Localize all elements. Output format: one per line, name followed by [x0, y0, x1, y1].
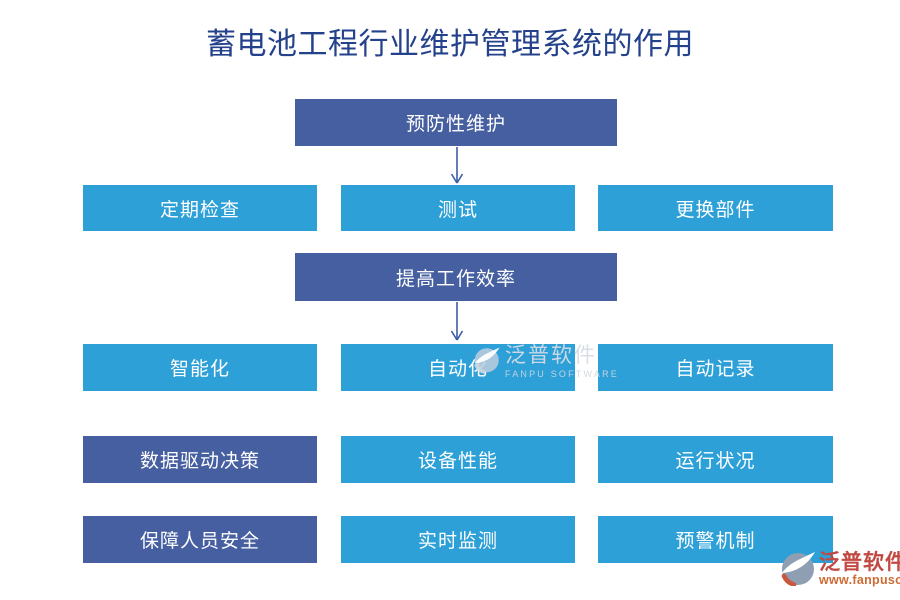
footer-brand-name: 泛普软件	[819, 549, 900, 574]
box-label: 数据驱动决策	[139, 450, 260, 472]
flow-box-replace-parts: 更换部件	[598, 185, 833, 231]
box-label: 智能化	[169, 358, 230, 380]
flow-box-regular-inspection: 定期检查	[83, 185, 317, 231]
fanpu-logo-icon	[781, 552, 815, 586]
footer-brand-logo: 泛普软件 www.fanpusoft.com	[781, 550, 900, 587]
flow-box-preventive-maintenance: 预防性维护	[295, 99, 617, 146]
box-label: 自动化	[427, 358, 488, 380]
flow-box-automation: 自动化	[341, 344, 575, 391]
box-label: 更换部件	[675, 198, 756, 221]
box-label: 实时监测	[417, 530, 498, 552]
flow-box-warning-mechanism: 预警机制	[598, 516, 833, 563]
footer-brand-text: 泛普软件 www.fanpusoft.com	[819, 550, 900, 587]
flow-box-personnel-safety: 保障人员安全	[83, 516, 317, 563]
flow-box-equipment-performance: 设备性能	[341, 436, 575, 483]
box-label: 测试	[437, 198, 478, 221]
down-arrow-icon	[450, 147, 464, 184]
box-label: 保障人员安全	[139, 530, 260, 552]
flow-box-auto-recording: 自动记录	[598, 344, 833, 391]
box-label: 预警机制	[675, 530, 756, 552]
box-label: 提高工作效率	[395, 267, 516, 290]
box-label: 运行状况	[675, 450, 756, 472]
flow-box-realtime-monitoring: 实时监测	[341, 516, 575, 563]
flow-box-data-driven-decision: 数据驱动决策	[83, 436, 317, 483]
flow-box-testing: 测试	[341, 185, 575, 231]
box-label: 设备性能	[417, 450, 498, 472]
flow-box-intelligent: 智能化	[83, 344, 317, 391]
flow-box-improve-efficiency: 提高工作效率	[295, 253, 617, 301]
box-label: 预防性维护	[405, 113, 506, 135]
down-arrow-icon	[450, 302, 464, 341]
footer-brand-url: www.fanpusoft.com	[819, 573, 900, 588]
page-title: 蓄电池工程行业维护管理系统的作用	[206, 27, 694, 62]
flow-box-operating-status: 运行状况	[598, 436, 833, 483]
box-label: 自动记录	[675, 358, 756, 380]
box-label: 定期检查	[159, 198, 240, 221]
